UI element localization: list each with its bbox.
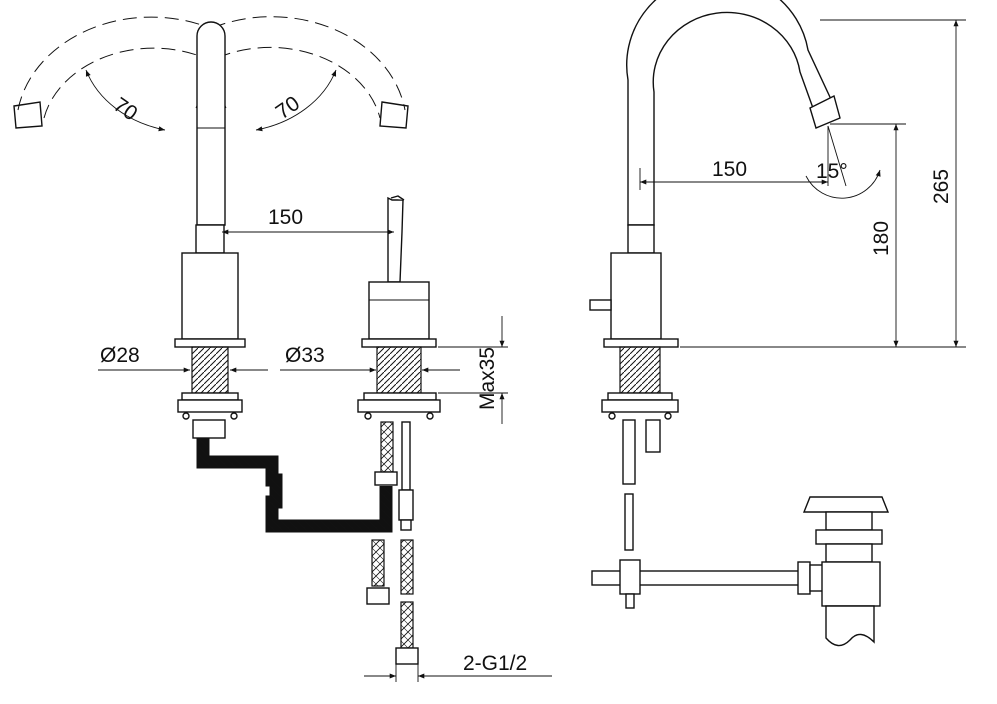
total-height-label: 265 [930, 169, 953, 204]
thread-label: 2-G1/2 [463, 652, 527, 675]
side-dimensions [639, 19, 966, 348]
pop-up-waste [591, 496, 890, 647]
front-view: 70 70 [13, 16, 552, 682]
spread-front-label: 150 [268, 206, 303, 229]
reach-side-label: 150 [712, 158, 747, 181]
outlet-height-label: 180 [870, 221, 893, 256]
dia-handle-label: Ø33 [285, 344, 325, 367]
handle-front [357, 195, 441, 420]
dia-spout-label: Ø28 [100, 344, 140, 367]
front-dimensions [98, 229, 552, 682]
side-view: 150 15° 180 265 [589, 0, 966, 647]
swing-arcs [13, 16, 409, 132]
max-mount-label: Max35 [476, 347, 499, 410]
spout-side [589, 0, 841, 551]
swing-right-label: 70 [272, 92, 304, 124]
hoses [196, 421, 419, 665]
spout-front [174, 21, 246, 439]
angle-side-label: 15° [816, 160, 848, 183]
